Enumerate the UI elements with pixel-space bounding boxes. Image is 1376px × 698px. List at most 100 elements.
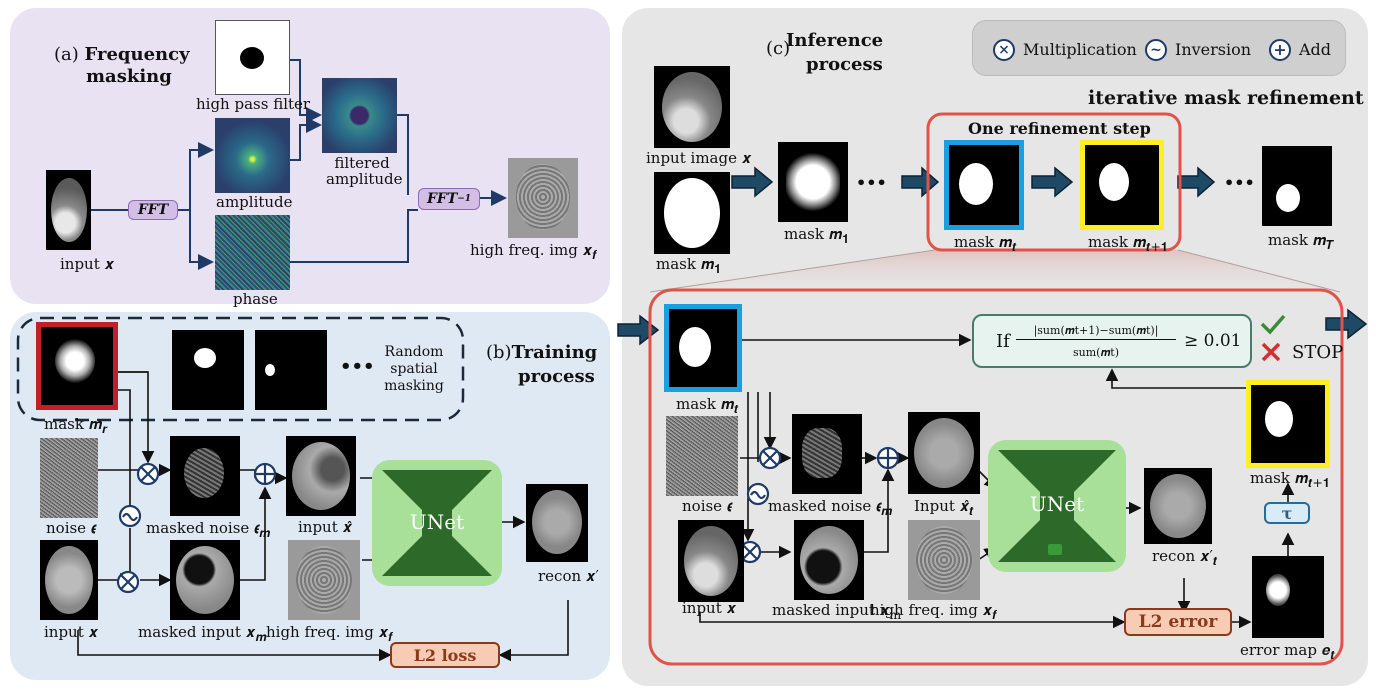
panel-b-title-line2: process xyxy=(518,366,595,387)
masked-input-text-c: masked input 𝒙 xyxy=(772,601,890,619)
lock-icon xyxy=(1048,544,1062,555)
mask-m1-left-image xyxy=(654,172,730,254)
ellipsis-2: ••• xyxy=(1224,173,1255,192)
masked-noise-image-c xyxy=(792,414,862,494)
mask-out-image xyxy=(1246,380,1330,468)
mask-out-label: mask 𝒎𝒕+𝟏 xyxy=(1250,470,1330,491)
multiplication-icon: × xyxy=(993,39,1015,61)
panel-b-ellipsis: ••• xyxy=(340,356,375,377)
error-map-label: error map 𝒆𝒕 xyxy=(1240,642,1335,663)
mask-m1-label: mask 𝒎𝟏 xyxy=(784,226,849,247)
ifft-exponent: −1 xyxy=(457,194,472,204)
filtered-label-1: filtered xyxy=(334,154,390,172)
masked-input-sub-c: m xyxy=(889,607,902,622)
mask-mt1-image xyxy=(1080,140,1164,230)
random-label-3: masking xyxy=(384,378,444,394)
lower-mask-mt-text: mask 𝒎 xyxy=(676,395,735,413)
input-image-c-lower xyxy=(678,520,744,602)
mask-m1-left-sub: 𝟏 xyxy=(714,261,722,276)
high-pass-filter-image xyxy=(215,20,290,95)
masked-input-label-b: masked input 𝒙𝒎 xyxy=(138,624,267,645)
input-hat-text-c: Input 𝒙̂ xyxy=(914,497,970,515)
input-brain-image-a xyxy=(46,170,91,250)
legend-multiplication: Multiplication xyxy=(1023,40,1137,59)
mask-mT-image xyxy=(1262,146,1332,226)
mask-out-text: mask 𝒎 xyxy=(1250,469,1309,487)
lower-mask-mt-image xyxy=(664,304,742,392)
phase-label: phase xyxy=(233,290,278,308)
masked-noise-text-c: masked noise 𝝐 xyxy=(768,497,881,515)
iterative-label: iterative mask refinement xyxy=(1088,87,1364,109)
one-step-label: One refinement step xyxy=(968,119,1151,138)
mask-mr-text: mask 𝒎 xyxy=(44,415,103,433)
random-mask-1 xyxy=(172,330,244,410)
mask-mt-sub: 𝒕 xyxy=(1012,239,1017,254)
panel-c-operators xyxy=(738,446,900,564)
stop-label: STOP xyxy=(1292,342,1344,363)
input-hat-label-b: input 𝒙̂ xyxy=(298,518,353,536)
input-image-c xyxy=(654,66,730,148)
refinement-detail-frame xyxy=(648,288,1344,666)
unet-shape-b xyxy=(382,470,492,576)
input-hat-image-c xyxy=(908,412,980,494)
ifft-label: FFT xyxy=(426,191,458,207)
random-label-2: spatial xyxy=(390,361,438,377)
error-map-sub: 𝒕 xyxy=(1330,647,1335,662)
amplitude-image xyxy=(215,118,290,193)
random-masking-region xyxy=(16,316,465,422)
input-label-a: input 𝒙 xyxy=(60,255,115,273)
unet-block-c: UNet xyxy=(988,440,1126,572)
legend-inversion: Inversion xyxy=(1175,40,1252,59)
inversion-icon: ~ xyxy=(1145,39,1167,61)
random-label-1: Random xyxy=(384,344,444,360)
fft-label: FFT xyxy=(137,202,169,218)
high-freq-text-b: high freq. img 𝒙 xyxy=(266,623,389,641)
phase-image xyxy=(215,215,290,290)
legend-box: × Multiplication ~ Inversion + Add xyxy=(972,20,1346,76)
recon-image-b xyxy=(526,484,588,562)
l2-loss-label: L2 loss xyxy=(413,645,477,665)
panel-c-title-line2: process xyxy=(806,54,883,75)
masked-noise-image-b xyxy=(170,436,240,516)
noise-label-c: noise 𝝐 xyxy=(682,497,732,515)
lower-mask-mt-sub: 𝒕 xyxy=(734,401,739,416)
recon-image-c xyxy=(1144,468,1212,544)
panel-b-title: (b)Training xyxy=(486,342,598,363)
masked-input-image-c xyxy=(794,520,864,600)
refinement-step-frame xyxy=(926,112,1182,252)
high-freq-text-a: high freq. img 𝒙 xyxy=(470,241,593,259)
mask-mr-sub: 𝒓 xyxy=(102,421,108,436)
panel-c-title-line1: Inference xyxy=(786,30,884,51)
legend-add: Add xyxy=(1299,40,1332,59)
l2-loss-block: L2 loss xyxy=(390,642,500,668)
input-hat-sub-c: 𝒕 xyxy=(969,503,974,518)
l2-error-label: L2 error xyxy=(1138,612,1218,632)
mask-out-sub: 𝒕+𝟏 xyxy=(1308,475,1330,490)
high-freq-image-c xyxy=(908,520,980,600)
mask-mT-label: mask 𝒎𝑻 xyxy=(1268,232,1334,253)
recon-text-c: recon 𝒙′ xyxy=(1152,547,1213,565)
lower-mask-mt-label: mask 𝒎𝒕 xyxy=(676,396,738,417)
l2-error-block: L2 error xyxy=(1124,608,1232,636)
panel-b-operators xyxy=(116,462,277,594)
noise-image-b xyxy=(40,438,98,518)
panel-a-title-line1: Frequency xyxy=(84,44,190,65)
mask-mr-image xyxy=(36,322,118,410)
mask-mT-text: mask 𝒎 xyxy=(1268,231,1327,249)
high-pass-label: high pass filter xyxy=(196,95,311,113)
random-mask-2 xyxy=(255,330,327,410)
panel-a-frequency-masking xyxy=(10,8,610,304)
error-map-text: error map 𝒆 xyxy=(1240,641,1331,659)
masked-input-text-b: masked input 𝒙 xyxy=(138,623,256,641)
masked-noise-label-c: masked noise 𝝐𝒎 xyxy=(768,498,892,519)
unet-block-b: UNet xyxy=(372,460,502,586)
filtered-amplitude-image xyxy=(322,78,397,153)
panel-b-title-line1: Training xyxy=(511,342,598,363)
high-freq-label-a: high freq. img 𝒙𝒇 xyxy=(470,242,597,263)
input-image-label-c: input image 𝒙 xyxy=(646,149,752,167)
tau-block: τ xyxy=(1264,502,1310,524)
add-icon: + xyxy=(1269,39,1291,61)
mask-mt1-sub: 𝒕+𝟏 xyxy=(1146,239,1168,254)
unet-shape-c xyxy=(998,450,1116,562)
high-freq-image-a xyxy=(508,158,578,238)
